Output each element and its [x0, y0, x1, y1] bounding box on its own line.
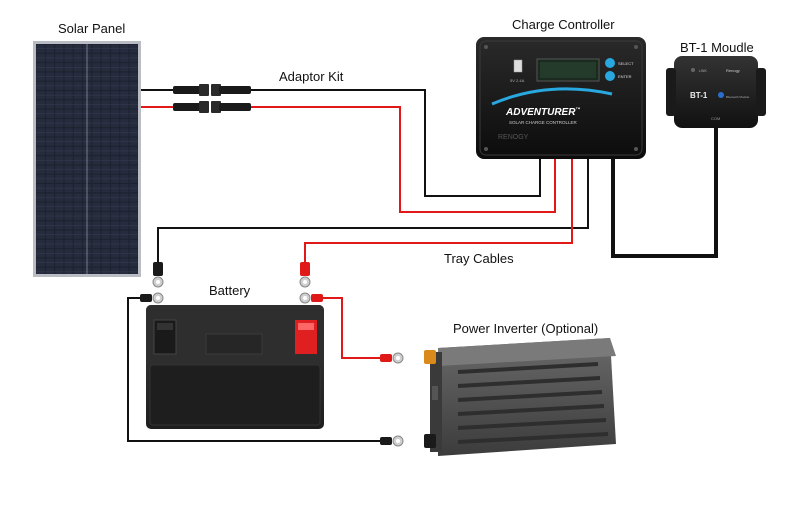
batt-neg-tray-wire	[157, 158, 589, 262]
inverter-neg-wire	[127, 297, 380, 442]
inverter-neg-post	[424, 434, 436, 448]
power-inverter-label: Power Inverter (Optional)	[453, 321, 599, 336]
bt1-link-label: LINK	[699, 69, 707, 73]
controller-subtitle: SOLAR CHARGE CONTROLLER	[509, 120, 578, 125]
inverter-pos-lug	[380, 352, 404, 364]
controller-screws	[484, 45, 638, 151]
inverter-fins	[457, 362, 609, 444]
enter-label: ENTER	[618, 74, 632, 79]
batt-pos-tray-wire	[304, 158, 573, 262]
battery-label-plate	[205, 333, 263, 355]
inverter-neg-lug	[380, 435, 404, 447]
usb-port	[513, 59, 523, 73]
batt-pos-lug	[299, 292, 323, 304]
adaptor-kit-label: Adaptor Kit	[279, 69, 344, 84]
inverter-side-panel	[430, 352, 442, 452]
bt1-vendor: Renogy	[726, 68, 740, 73]
inverter-pos-post	[424, 350, 436, 364]
battery	[146, 305, 324, 429]
controller-brand: ADVENTURER™	[505, 107, 580, 118]
tray-cables-label: Tray Cables	[444, 251, 514, 266]
charge-controller: 5V 2.4A SELECT ENTER ADVENTURER™ SOLAR C…	[476, 37, 646, 159]
usb-label: 5V 2.4A	[510, 78, 525, 83]
controller-vendor: RENOGY	[498, 134, 529, 141]
bt1-sub: Bluetooth Module	[726, 95, 750, 99]
bt1-com-cable	[611, 126, 718, 258]
tray-neg-ring-terminal	[152, 262, 164, 288]
select-label: SELECT	[618, 61, 634, 66]
inverter-pos-wire	[320, 297, 380, 359]
mc4-connector-pos	[173, 101, 251, 113]
bt1-module-label: BT-1 Moudle	[680, 40, 754, 55]
solar-panel-label: Solar Panel	[58, 21, 126, 36]
bt1-link-led	[691, 68, 695, 72]
pv-pos-wire	[250, 106, 556, 213]
wires	[127, 89, 718, 442]
batt-neg-lug	[140, 292, 164, 304]
bt1-module: LINK Renogy BT-1 Bluetooth Module COM	[666, 56, 766, 128]
controller-swoosh	[491, 87, 613, 106]
bluetooth-icon	[718, 92, 724, 98]
battery-label: Battery	[209, 283, 251, 298]
mc4-connector-neg	[173, 84, 251, 96]
bt1-model: BT-1	[690, 91, 708, 100]
select-button	[605, 58, 615, 68]
enter-button	[605, 71, 615, 81]
power-inverter	[424, 338, 616, 456]
adaptor-kit	[173, 84, 251, 113]
bt1-port-label: COM	[711, 116, 720, 121]
tray-pos-ring-terminal	[299, 262, 311, 288]
pv-neg-wire	[250, 89, 541, 197]
ring-terminals	[140, 262, 404, 447]
solar-panel	[33, 41, 141, 277]
charge-controller-label: Charge Controller	[512, 17, 615, 32]
